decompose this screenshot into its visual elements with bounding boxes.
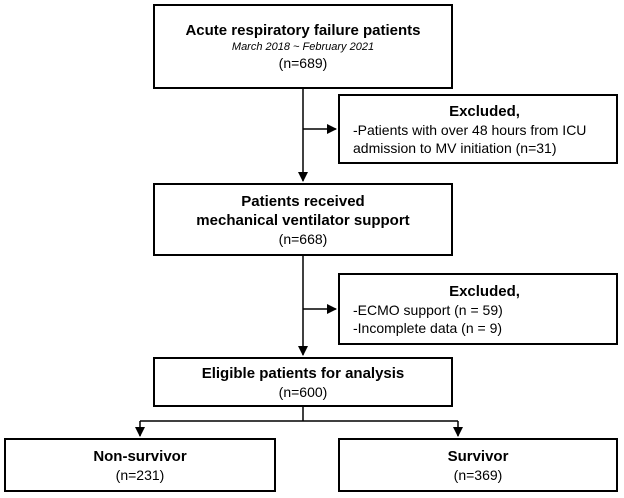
box-excluded-1: Excluded, -Patients with over 48 hours f… [338, 94, 618, 164]
survivor-title: Survivor [447, 447, 509, 465]
box-eligible: Eligible patients for analysis (n=600) [153, 357, 453, 407]
arf-title: Acute respiratory failure patients [185, 22, 421, 39]
mv-line1: Patients received [241, 192, 365, 210]
nonsurvivor-title: Non-survivor [93, 447, 187, 465]
box-mv-patients: Patients received mechanical ventilator … [153, 183, 453, 256]
box-nonsurvivor: Non-survivor (n=231) [4, 438, 276, 492]
box-arf-patients: Acute respiratory failure patients March… [153, 4, 453, 89]
excluded-2-title: Excluded, [449, 282, 520, 300]
eligible-title: Eligible patients for analysis [201, 364, 405, 382]
excluded-1-line1: -Patients with over 48 hours from ICU [353, 121, 587, 138]
box-survivor: Survivor (n=369) [338, 438, 618, 492]
arf-period: March 2018 ~ February 2021 [231, 41, 375, 53]
excluded-1-line2: admission to MV initiation (n=31) [353, 139, 557, 156]
mv-count: (n=668) [278, 230, 328, 247]
excluded-2-line1: -ECMO support (n = 59) [353, 301, 503, 318]
mv-line2: mechanical ventilator support [196, 211, 410, 229]
nonsurvivor-count: (n=231) [115, 466, 165, 483]
excluded-1-title: Excluded, [449, 102, 520, 120]
excluded-2-line2: -Incomplete data (n = 9) [353, 319, 503, 336]
arf-count: (n=689) [278, 55, 328, 71]
box-excluded-2: Excluded, -ECMO support (n = 59) -Incomp… [338, 273, 618, 345]
eligible-count: (n=600) [278, 383, 328, 400]
survivor-count: (n=369) [453, 466, 503, 483]
